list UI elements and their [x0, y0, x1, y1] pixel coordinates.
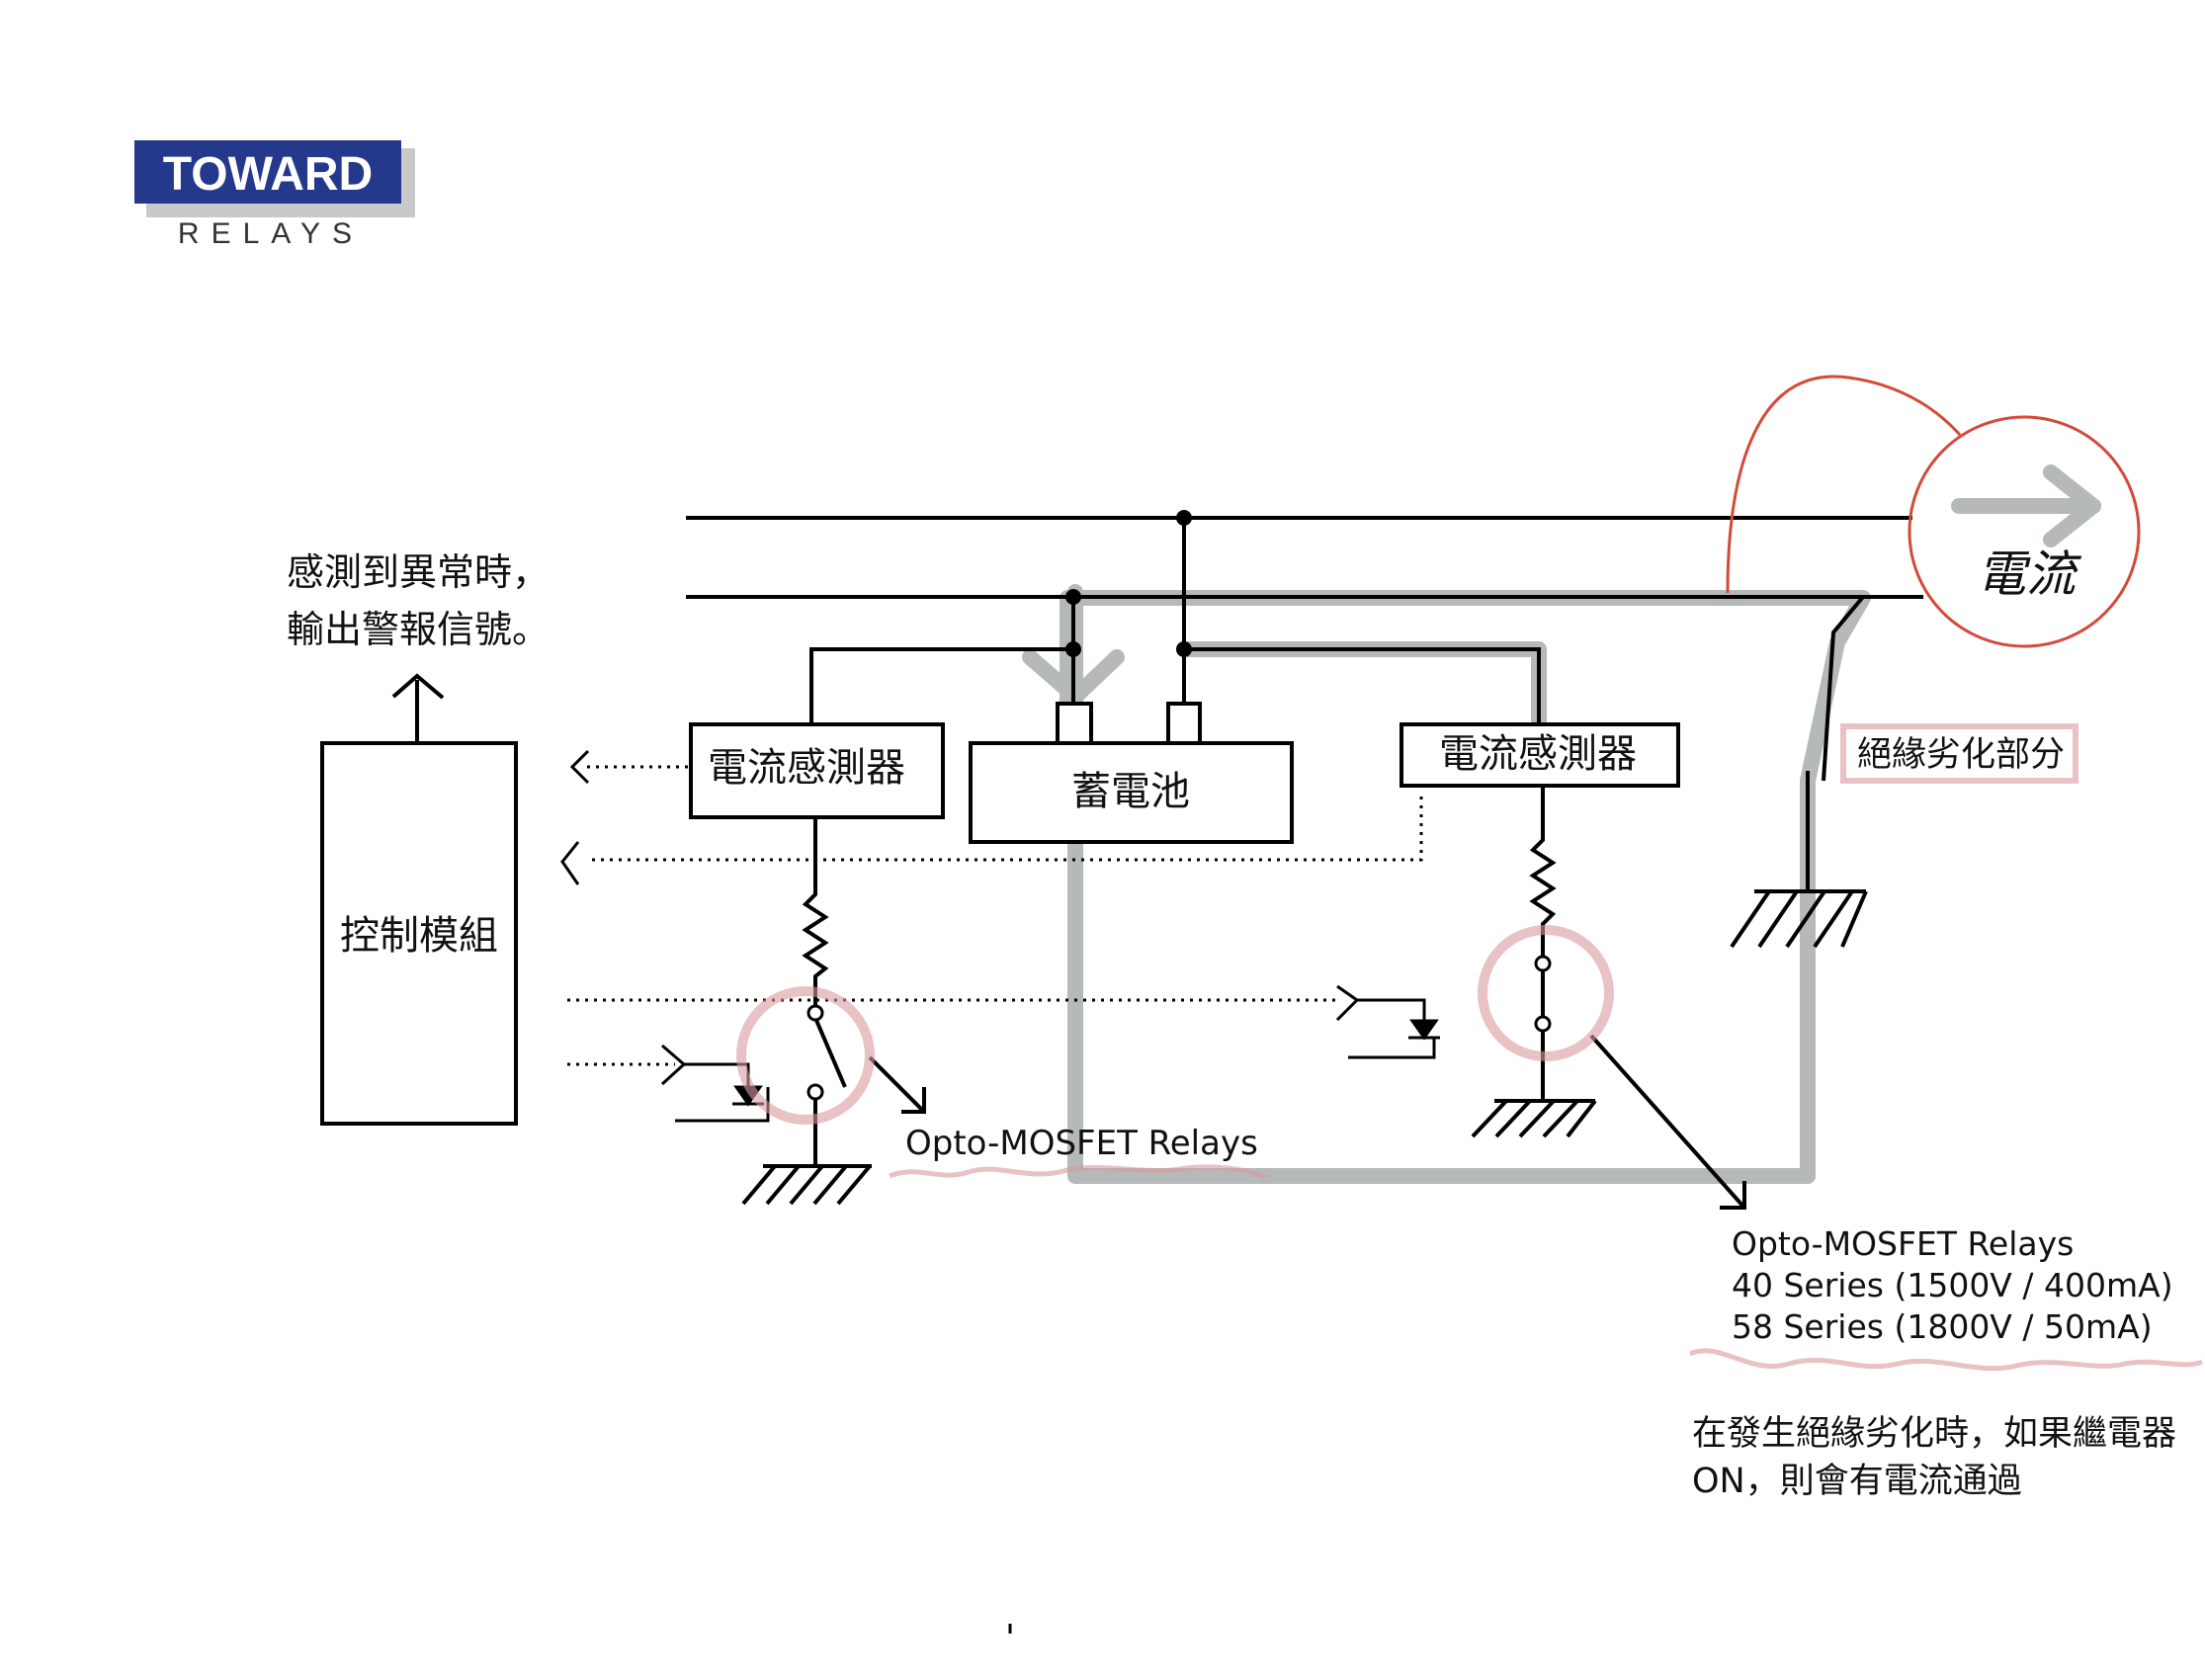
signal-arrowhead-left-2	[560, 841, 580, 885]
left-relay-label: Opto-MOSFET Relays	[905, 1124, 1258, 1163]
wire-left-sensor-feed	[809, 647, 1073, 726]
toward-relays-logo: TOWARD RELAYS	[134, 140, 415, 250]
text-labels: 感測到異常時， 輸出警報信號。 控制模組 電流感測器 蓄電池 電流感測器 絕緣劣…	[287, 546, 2176, 1501]
logo-subtitle: RELAYS	[178, 217, 364, 250]
left-relay-underline	[889, 1164, 1267, 1181]
left-relay-pointer	[868, 1055, 926, 1114]
component-boxes	[320, 722, 1680, 1126]
ground-symbols	[741, 889, 1868, 1206]
pink-highlights	[736, 723, 2204, 1372]
note-line1: 在發生絕緣劣化時，如果繼電器	[1692, 1414, 2176, 1454]
right-relay-pointer	[1589, 1034, 1746, 1210]
left-relay-highlight-circle	[736, 986, 875, 1125]
left-relay-contact-top	[806, 1004, 824, 1022]
battery-negative-terminal	[1056, 702, 1093, 745]
highlight-battery-positive	[1176, 641, 1547, 729]
logo-blue-block	[134, 140, 401, 204]
left-relay-contact-bottom	[806, 1083, 824, 1101]
current-callout-pointer	[1726, 375, 1962, 594]
left-resistor	[802, 818, 829, 1018]
control-module-label: 控制模組	[340, 913, 498, 959]
ground-left	[741, 1164, 872, 1206]
left-sensor-label: 電流感測器	[708, 745, 905, 791]
right-relay-input-chevron	[1335, 984, 1360, 1022]
right-relay-underline	[1688, 1348, 2204, 1372]
battery-terminals	[1056, 702, 1202, 745]
signal-lines	[567, 765, 1423, 1066]
bus-lines	[686, 516, 1923, 599]
left-relay-contact	[813, 1017, 847, 1088]
signal-arrowhead-left-1	[569, 749, 590, 785]
junction-dot	[1065, 589, 1081, 605]
relay-contacts	[806, 955, 1552, 1101]
battery-box	[969, 741, 1294, 844]
current-label: 電流	[1977, 546, 2082, 603]
note-line2: ON，則會有電流通過	[1692, 1462, 2022, 1501]
right-sensor-box	[1399, 722, 1680, 788]
left-sensor-box	[689, 722, 945, 819]
signal-right-sensor-to-control	[587, 797, 1423, 862]
control-module-box	[320, 741, 518, 1126]
battery-positive-terminal	[1166, 702, 1202, 745]
relay-led-symbols	[660, 984, 1440, 1123]
right-sensor-label: 電流感測器	[1439, 731, 1637, 777]
right-relay-highlight-circle	[1478, 925, 1614, 1061]
right-resistor	[1529, 786, 1557, 959]
insulation-leak-path	[1822, 595, 1865, 782]
right-relay-led-diode	[1409, 1019, 1439, 1041]
junction-dot	[1176, 641, 1192, 657]
battery-label: 蓄電池	[1071, 769, 1190, 814]
logo-brand: TOWARD	[163, 148, 373, 201]
wiring	[391, 518, 1865, 1210]
right-relay-contact-top	[1534, 955, 1552, 972]
current-callout	[1726, 375, 2141, 648]
alarm-text-line2: 輸出警報信號。	[287, 608, 550, 651]
right-relay-contact-bottom	[1534, 1015, 1552, 1033]
right-relay-led-wiring	[1348, 998, 1436, 1059]
junction-dot	[1065, 641, 1081, 657]
ground-insulation	[1730, 889, 1868, 949]
ground-right	[1471, 1099, 1597, 1138]
wire-right-sensor-feed	[1184, 647, 1541, 726]
right-relay-pointer-head	[1720, 1181, 1746, 1210]
current-arrow-head	[2043, 464, 2101, 547]
right-relay-40-series: 40 Series (1500V / 400mA)	[1732, 1266, 2173, 1304]
signal-arrowheads	[560, 749, 590, 885]
alarm-text-line1: 感測到異常時，	[287, 550, 550, 594]
insulation-label: 絕緣劣化部分	[1857, 735, 2065, 775]
highlight-insulation-path	[1060, 590, 1871, 1184]
right-relay-58-series: 58 Series (1800V / 50mA)	[1732, 1307, 2153, 1346]
right-relay-title: Opto-MOSFET Relays	[1732, 1224, 2074, 1263]
junction-dots	[1065, 510, 1192, 657]
junction-dot	[1176, 510, 1192, 526]
insulation-label-highlight	[1840, 723, 2078, 784]
left-relay-pointer-head	[901, 1087, 926, 1114]
current-callout-circle	[1908, 415, 2141, 648]
alarm-output-arrow-head	[391, 673, 445, 700]
